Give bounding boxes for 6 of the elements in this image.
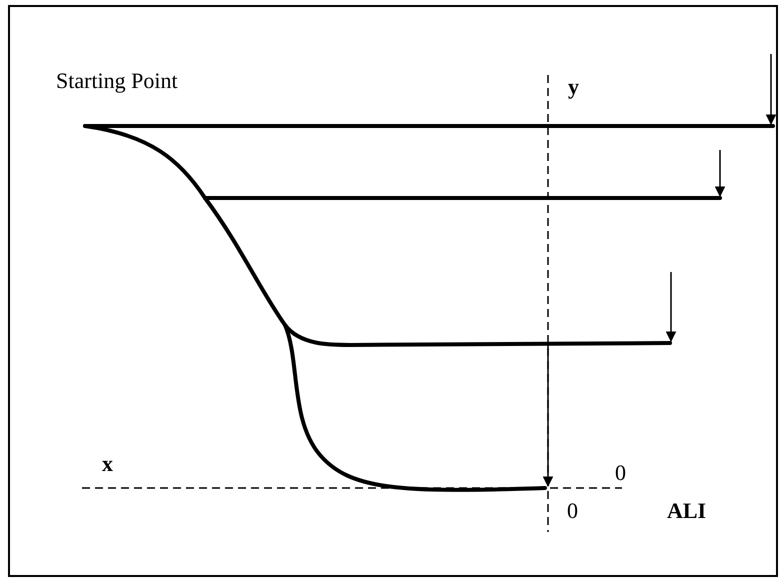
tick-label: 0 xyxy=(567,500,578,522)
axis-label: y xyxy=(568,76,579,98)
annotation-text: Starting Point xyxy=(56,70,178,92)
axis-label: x xyxy=(102,453,113,475)
axis-label: ALI xyxy=(667,500,706,522)
tick-label: 0 xyxy=(615,462,626,484)
